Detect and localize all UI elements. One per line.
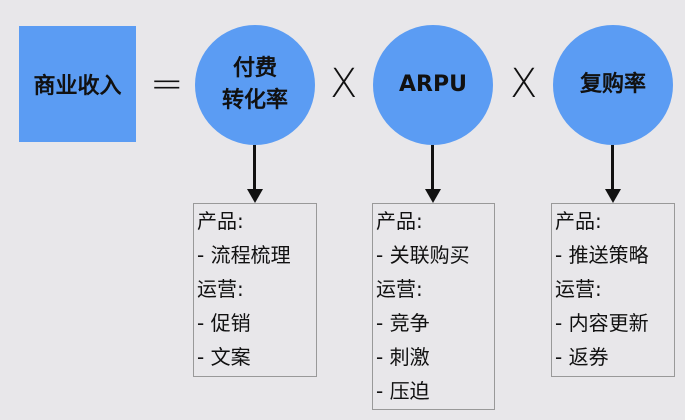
arrow-down-icon [605, 189, 621, 203]
node-label-line: 转化率 [221, 88, 288, 113]
detail-line: 产品: [376, 209, 423, 233]
detail-line: - 促销 [197, 311, 251, 335]
node-label-line: 付费 [232, 56, 277, 82]
arrow-line [253, 145, 256, 191]
multiply-sign: X [330, 61, 358, 107]
arpu-detail-box: 产品: - 关联购买 运营: - 竞争 - 刺激 - 压迫 [372, 203, 495, 410]
arrow-line [611, 145, 614, 191]
node-label-line: ARPU [399, 72, 467, 98]
detail-line: - 流程梳理 [197, 243, 291, 267]
business-revenue-label: 商业收入 [33, 74, 122, 99]
conversion-detail-box: 产品: - 流程梳理 运营: - 促销 - 文案 [193, 203, 317, 377]
repurchase-rate-node: 复购率 [553, 25, 673, 145]
arrow-down-icon [425, 189, 441, 203]
detail-line: - 竞争 [376, 311, 430, 335]
detail-line: 产品: [555, 209, 602, 233]
detail-line: - 压迫 [376, 379, 430, 403]
paid-conversion-rate-node: 付费 转化率 [195, 25, 315, 145]
repurchase-detail-box: 产品: - 推送策略 运营: - 内容更新 - 返券 [551, 203, 675, 377]
detail-line: - 文案 [197, 345, 251, 369]
detail-line: 运营: [555, 277, 602, 301]
detail-line: - 内容更新 [555, 311, 649, 335]
detail-line: 运营: [376, 277, 423, 301]
arrow-down-icon [247, 189, 263, 203]
detail-line: 产品: [197, 209, 244, 233]
detail-line: - 刺激 [376, 345, 430, 369]
business-revenue-box: 商业收入 [19, 26, 136, 142]
equals-sign: = [150, 61, 184, 107]
detail-line: - 关联购买 [376, 243, 470, 267]
detail-line: - 推送策略 [555, 243, 649, 267]
node-label-line: 复购率 [579, 72, 646, 98]
detail-line: 运营: [197, 277, 244, 301]
multiply-sign: X [510, 61, 538, 107]
arpu-node: ARPU [373, 25, 493, 145]
detail-line: - 返券 [555, 345, 609, 369]
arrow-line [431, 145, 434, 191]
